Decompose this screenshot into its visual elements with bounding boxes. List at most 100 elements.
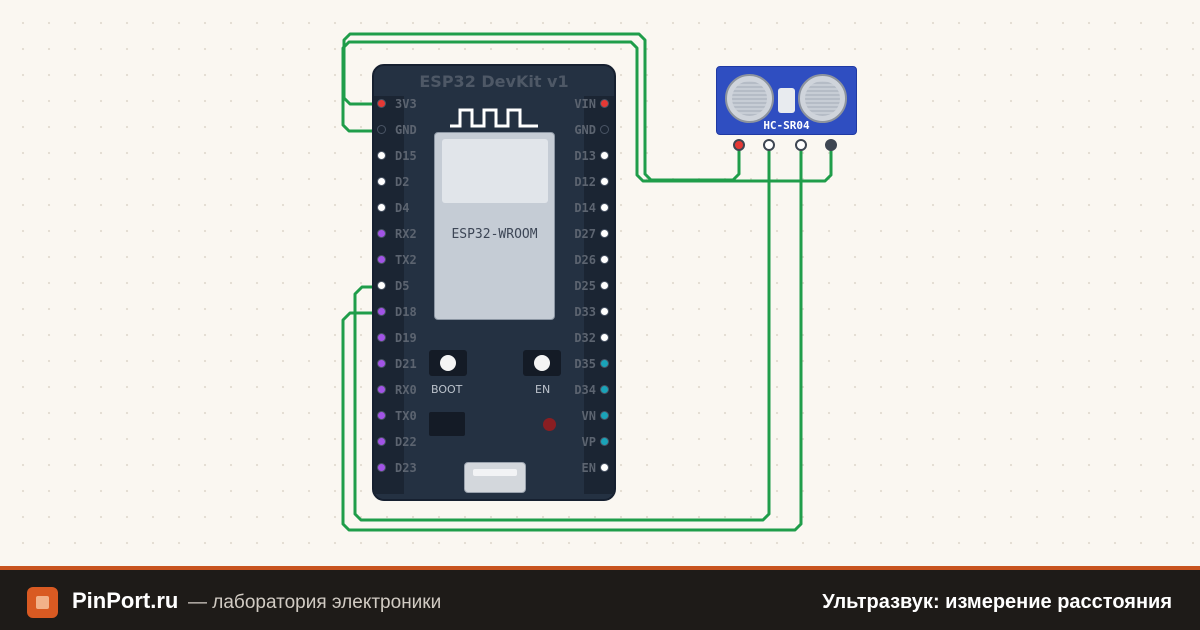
sensor-label: HC-SR04 — [763, 119, 810, 132]
en-button-label: EN — [535, 383, 551, 396]
pin-label-right-d34: D34 — [574, 383, 596, 397]
pin-label-left-d23: D23 — [395, 461, 417, 475]
pin-left-tx0[interactable] — [377, 411, 386, 420]
pin-left-d22[interactable] — [377, 437, 386, 446]
pin-label-left-tx2: TX2 — [395, 253, 417, 267]
pin-right-d26[interactable] — [600, 255, 609, 264]
pin-label-right-d14: D14 — [574, 201, 596, 215]
pin-label-left-rx0: RX0 — [395, 383, 417, 397]
boot-button-cap[interactable] — [440, 355, 456, 371]
wire-3v3-vcc — [342, 32, 741, 182]
pin-right-d12[interactable] — [600, 177, 609, 186]
power-led — [543, 418, 556, 431]
pin-left-tx2[interactable] — [377, 255, 386, 264]
right-pin-header — [584, 96, 614, 494]
pin-left-rx0[interactable] — [377, 385, 386, 394]
pin-right-vp[interactable] — [600, 437, 609, 446]
logo-chip-icon — [36, 596, 49, 609]
en-button-cap[interactable] — [534, 355, 550, 371]
pin-right-d33[interactable] — [600, 307, 609, 316]
pin-label-left-tx0: TX0 — [395, 409, 417, 423]
pin-label-left-d21: D21 — [395, 357, 417, 371]
pin-right-d35[interactable] — [600, 359, 609, 368]
pin-right-vin[interactable] — [600, 99, 609, 108]
pin-label-right-d12: D12 — [574, 175, 596, 189]
boot-button[interactable] — [429, 350, 467, 376]
pin-label-left-3v3: 3V3 — [395, 97, 417, 111]
pin-right-d13[interactable] — [600, 151, 609, 160]
pin-label-left-rx2: RX2 — [395, 227, 417, 241]
pin-label-right-d26: D26 — [574, 253, 596, 267]
wire-d5-trig — [353, 143, 771, 522]
pin-left-gnd[interactable] — [377, 125, 386, 134]
pin-right-d25[interactable] — [600, 281, 609, 290]
esp32-wroom-module: ESP32-WROOM — [434, 132, 555, 320]
brand-tagline: — лаборатория электроники — [188, 592, 442, 613]
pin-right-d14[interactable] — [600, 203, 609, 212]
pin-label-left-d5: D5 — [395, 279, 410, 293]
pin-label-left-d19: D19 — [395, 331, 417, 345]
board-title: ESP32 DevKit v1 — [419, 72, 569, 91]
module-shield — [442, 139, 548, 203]
voltage-regulator-chip — [429, 412, 465, 436]
en-button[interactable] — [523, 350, 561, 376]
usb-port — [464, 462, 526, 493]
pin-label-right-d27: D27 — [574, 227, 596, 241]
pin-label-right-d35: D35 — [574, 357, 596, 371]
hc-sr04-sensor: HC-SR04 — [716, 66, 857, 135]
pin-label-right-vp: VP — [581, 435, 596, 449]
receiver-transducer — [798, 74, 847, 123]
pin-right-d27[interactable] — [600, 229, 609, 238]
pin-left-d5[interactable] — [377, 281, 386, 290]
usb-slot — [473, 469, 517, 476]
pin-label-right-vin: VIN — [574, 97, 596, 111]
pin-left-d15[interactable] — [377, 151, 386, 160]
crystal-oscillator — [778, 88, 795, 113]
wire-gnd-gnd — [341, 40, 833, 183]
pin-left-d2[interactable] — [377, 177, 386, 186]
transmitter-transducer — [725, 74, 774, 123]
pin-label-left-d22: D22 — [395, 435, 417, 449]
pin-right-gnd[interactable] — [600, 125, 609, 134]
wire-d18-echo — [341, 143, 803, 532]
pin-left-d21[interactable] — [377, 359, 386, 368]
sensor-pin-4[interactable] — [825, 139, 837, 151]
pin-label-right-d13: D13 — [574, 149, 596, 163]
pin-left-d23[interactable] — [377, 463, 386, 472]
pin-left-rx2[interactable] — [377, 229, 386, 238]
pin-label-right-vn: VN — [581, 409, 596, 423]
sensor-pin-3[interactable] — [795, 139, 807, 151]
pin-right-d34[interactable] — [600, 385, 609, 394]
pin-left-d4[interactable] — [377, 203, 386, 212]
transmitter-mesh — [732, 81, 767, 116]
pin-left-3v3[interactable] — [377, 99, 386, 108]
pin-label-right-d33: D33 — [574, 305, 596, 319]
sensor-pin-1[interactable] — [733, 139, 745, 151]
pin-right-en[interactable] — [600, 463, 609, 472]
pinport-logo-icon — [27, 587, 58, 618]
pin-right-d32[interactable] — [600, 333, 609, 342]
sensor-pin-2[interactable] — [763, 139, 775, 151]
brand-name[interactable]: PinPort.ru — [72, 588, 179, 613]
antenna-trace-icon — [450, 108, 538, 128]
module-label: ESP32-WROOM — [451, 227, 538, 242]
pin-label-right-gnd: GND — [574, 123, 596, 137]
receiver-mesh — [805, 81, 840, 116]
boot-button-label: BOOT — [431, 383, 463, 396]
pin-label-left-d2: D2 — [395, 175, 410, 189]
left-pin-header — [374, 96, 404, 494]
pin-label-left-d4: D4 — [395, 201, 410, 215]
footer-bar: PinPort.ru — лаборатория электроники Уль… — [0, 566, 1200, 630]
pin-label-left-gnd: GND — [395, 123, 417, 137]
wiring-layer — [341, 32, 833, 532]
pin-label-right-d25: D25 — [574, 279, 596, 293]
pin-label-left-d18: D18 — [395, 305, 417, 319]
pin-left-d19[interactable] — [377, 333, 386, 342]
pin-label-right-d32: D32 — [574, 331, 596, 345]
pin-right-vn[interactable] — [600, 411, 609, 420]
pin-left-d18[interactable] — [377, 307, 386, 316]
pin-label-right-en: EN — [581, 461, 596, 475]
page-title: Ультразвук: измерение расстояния — [822, 591, 1172, 613]
